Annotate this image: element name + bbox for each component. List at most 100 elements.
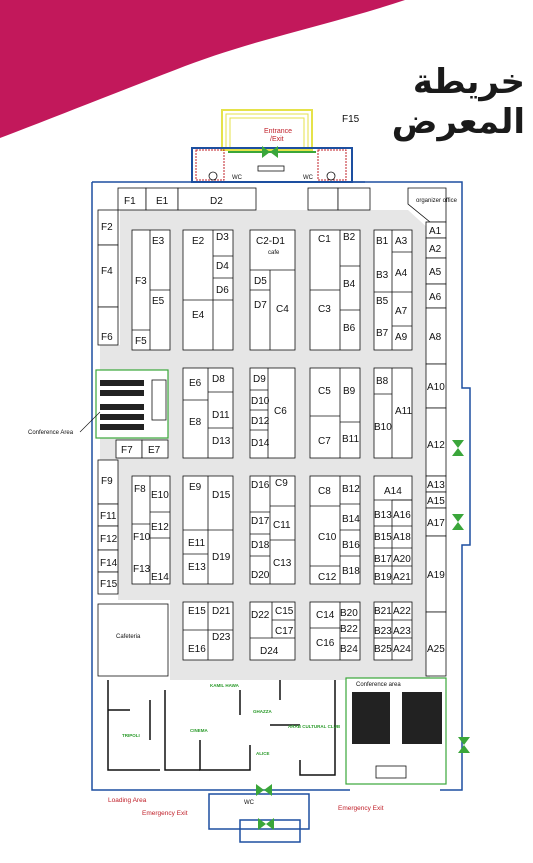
entrance-label: Entrance (264, 128, 292, 135)
booth-label-D11: D11 (212, 410, 230, 421)
booth-label-E13: E13 (188, 562, 206, 573)
booth-label-A4: A4 (395, 268, 408, 279)
booth-label-B4: B4 (343, 279, 356, 290)
booth-label-F1: F1 (124, 196, 136, 207)
booth-label-D12: D12 (251, 416, 270, 427)
booth-label-F11: F11 (100, 511, 117, 522)
booth-label-D18: D18 (251, 540, 270, 551)
booth-label-F4: F4 (101, 266, 113, 277)
booth-label-A16: A16 (393, 510, 411, 521)
map-title: خريطة المعرض (391, 62, 525, 142)
booth-label-D22: D22 (251, 610, 270, 621)
alice-label: ALICE (256, 751, 270, 756)
booth-label-F5: F5 (135, 336, 147, 347)
booth-label-A3: A3 (395, 236, 408, 247)
booth-F15[interactable] (97, 571, 119, 595)
booth-label-E12: E12 (151, 522, 169, 533)
booth-label-E11: E11 (188, 538, 205, 549)
booth-label-B9: B9 (343, 386, 356, 397)
booth-label-D19: D19 (212, 552, 231, 563)
booth-label-F2: F2 (101, 222, 113, 233)
conference-seats (100, 379, 167, 430)
booth-label-D2: D2 (210, 196, 223, 207)
booth-label-C7: C7 (318, 436, 331, 447)
booth-label-D10: D10 (251, 396, 270, 407)
booth-label-E9: E9 (189, 482, 202, 493)
booth-label-A23: A23 (393, 626, 411, 637)
emergency-exit-right-label: Emergency Exit (338, 805, 384, 812)
booth-label-D8: D8 (212, 374, 225, 385)
booth-label-A19: A19 (427, 570, 445, 581)
block-mid-4 (309, 367, 361, 459)
booth-label-E5: E5 (152, 296, 165, 307)
booth-label-B11: B11 (342, 434, 359, 445)
booth-label-B13: B13 (374, 510, 392, 521)
booth-label-D7: D7 (254, 300, 267, 311)
booth-label-A25: A25 (427, 644, 445, 655)
booth-label-D20: D20 (251, 570, 270, 581)
cafeteria[interactable] (97, 603, 169, 677)
booth-E7[interactable] (141, 439, 169, 459)
booth-label-B25: B25 (374, 644, 392, 655)
booth-label-F7: F7 (121, 445, 133, 456)
booth-label-F14: F14 (100, 558, 118, 569)
booth-label-E15: E15 (188, 606, 206, 617)
booth-label-A20: A20 (393, 554, 411, 565)
loading-area-label: Loading Area (108, 797, 147, 804)
booth-label-A6: A6 (429, 292, 442, 303)
wc-bottom-label: WC (244, 800, 255, 806)
booth-label-A5: A5 (429, 267, 442, 278)
booth-label-B18: B18 (342, 566, 360, 577)
booth-label-E1: E1 (156, 196, 169, 207)
booth-label-C5: C5 (318, 386, 331, 397)
booth-top-right-2 (337, 187, 371, 211)
cafeteria-label: Cafeteria (116, 634, 141, 640)
booth-label-A8: A8 (429, 332, 442, 343)
booth-label-E2: E2 (192, 236, 205, 247)
conference-area-label: Conference Area (28, 430, 74, 436)
booth-label-D17: D17 (251, 516, 270, 527)
booth-label-C8: C8 (318, 486, 331, 497)
booth-label-F6: F6 (101, 332, 113, 343)
booth-label-B10: B10 (374, 422, 392, 433)
booth-label-C3: C3 (318, 304, 331, 315)
emergency-exit-left-label: Emergency Exit (142, 810, 188, 817)
booth-label-C12: C12 (318, 572, 337, 583)
booth-A25[interactable] (425, 611, 447, 677)
booth-label-E14: E14 (151, 572, 169, 583)
block-bot-3 (249, 601, 296, 661)
booth-label-B20: B20 (340, 608, 358, 619)
booth-label-E4: E4 (192, 310, 205, 321)
booth-label-C13: C13 (273, 558, 292, 569)
block-bot-4 (309, 601, 361, 661)
booth-label-C15: C15 (275, 606, 294, 617)
booth-label-E16: E16 (188, 644, 206, 655)
booth-label-A11: A11 (395, 406, 412, 417)
booth-label-B1: B1 (376, 236, 389, 247)
booth-label-A9: A9 (395, 332, 408, 343)
booth-label-C17: C17 (275, 626, 294, 637)
booth-label-A15: A15 (427, 496, 445, 507)
lower-rooms (107, 680, 336, 776)
booth-label-F9: F9 (101, 476, 113, 487)
booth-label-A13: A13 (427, 480, 445, 491)
booth-label-F13: F13 (133, 564, 151, 575)
booth-label-D9: D9 (253, 374, 266, 385)
wc-top-left: WC (232, 175, 243, 181)
booth-D2[interactable] (177, 187, 257, 211)
booth-label-C16: C16 (316, 638, 335, 649)
ghazza-label: GHAZZA (253, 709, 272, 714)
conference-area-2-label: Conference area (356, 682, 401, 688)
booth-label-D5: D5 (254, 276, 267, 287)
booth-label-A2: A2 (429, 244, 442, 255)
booth-label-B6: B6 (343, 323, 356, 334)
kamil-hawa-label: KAMIL HAWA (210, 683, 240, 688)
cafe-booth-label: cafe (268, 250, 280, 256)
booth-F6[interactable] (97, 306, 119, 346)
booth-label-A22: A22 (393, 606, 411, 617)
booth-label-A21: A21 (393, 572, 411, 583)
booth-label-B5: B5 (376, 296, 389, 307)
wc-top-right: WC (303, 175, 314, 181)
booth-label-B7: B7 (376, 328, 389, 339)
